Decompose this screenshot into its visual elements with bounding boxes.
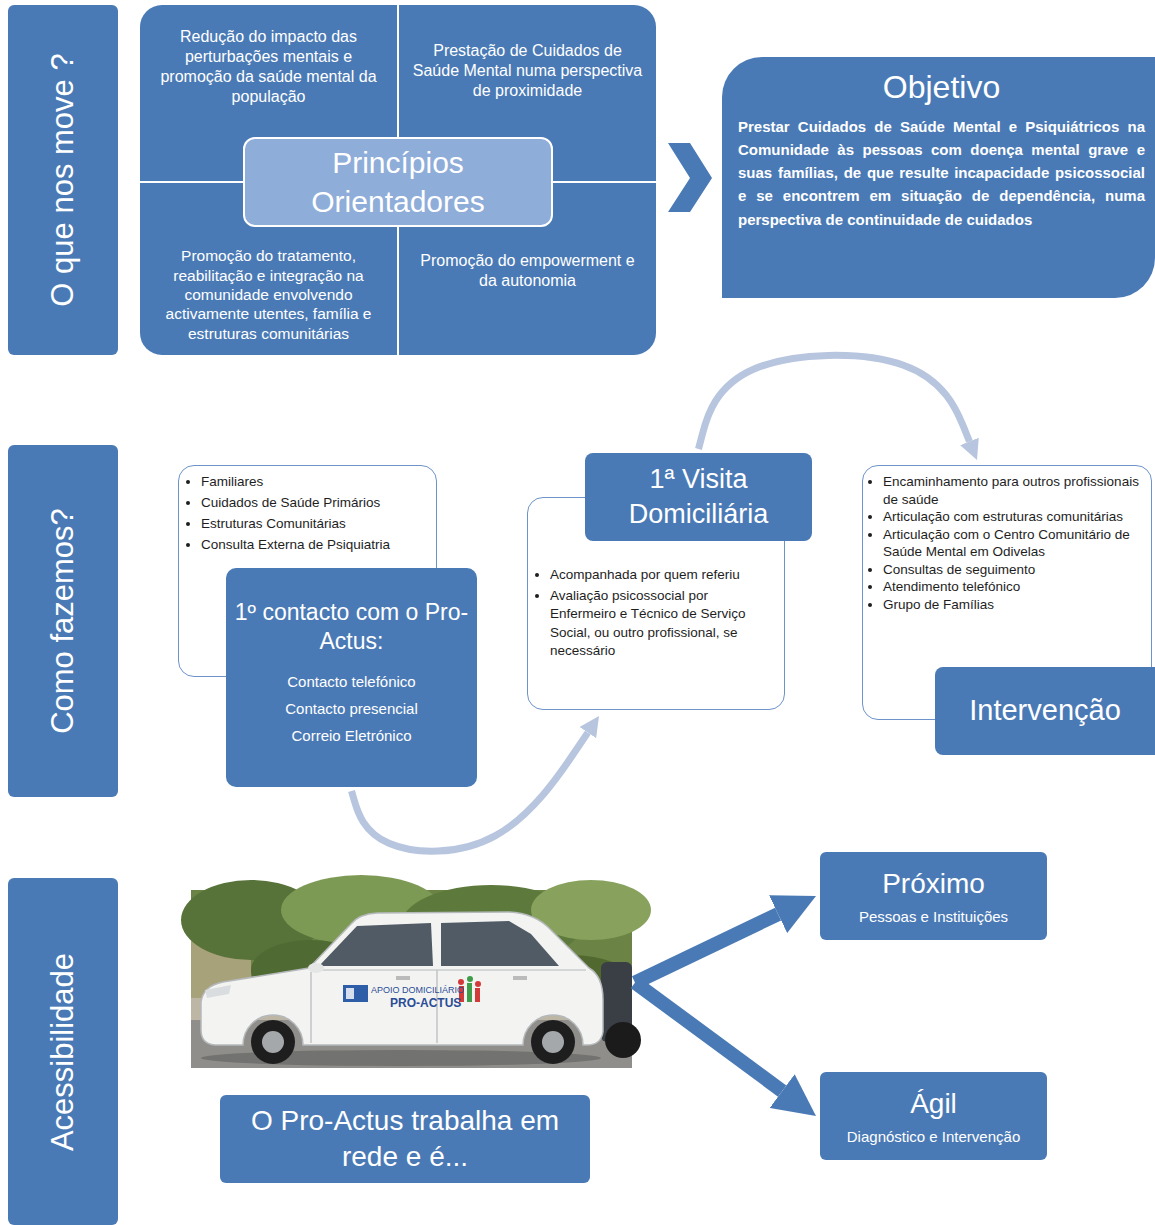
section-band: Acessibilidade bbox=[8, 878, 118, 1225]
list-item: Articulação com o Centro Comunitário de … bbox=[883, 526, 1143, 561]
vehicle-photo: APOIO DOMICILIÁRIOPRO-ACTUS bbox=[191, 890, 632, 1068]
principle-text: Promoção do tratamento, reabilitação e i… bbox=[148, 246, 389, 343]
vehicle-photo bbox=[441, 921, 559, 966]
objective-panel: ObjetivoPrestar Cuidados de Saúde Mental… bbox=[722, 57, 1155, 298]
vehicle-photo bbox=[605, 1022, 641, 1058]
logo-figures bbox=[458, 979, 464, 985]
list-item: Cuidados de Saúde Primários bbox=[201, 493, 428, 514]
principles-hub: Princípios Orientadores bbox=[243, 137, 553, 227]
principle-text: Redução do impacto das perturbações ment… bbox=[152, 27, 385, 107]
attribute-box: ÁgilDiagnóstico e Intervenção bbox=[820, 1072, 1047, 1160]
vehicle-photo bbox=[308, 963, 324, 973]
process-box: Intervenção bbox=[935, 667, 1155, 755]
list-item: Atendimento telefónico bbox=[883, 578, 1143, 596]
attribute-box: PróximoPessoas e Instituições bbox=[820, 852, 1047, 940]
list-item: Consultas de seguimento bbox=[883, 561, 1143, 579]
vehicle-photo bbox=[262, 1031, 284, 1053]
thick-arrow bbox=[635, 914, 778, 982]
vehicle-photo bbox=[311, 969, 586, 971]
contact-channel: Contacto telefónico bbox=[234, 668, 469, 695]
curved-arrow bbox=[699, 355, 970, 449]
attribute-title: Próximo bbox=[882, 866, 985, 901]
vehicle-photo bbox=[319, 923, 433, 966]
attribute-detail: Pessoas e Instituições bbox=[859, 907, 1008, 927]
list-item: Estruturas Comunitárias bbox=[201, 514, 428, 535]
section-title: Como fazemos? bbox=[45, 508, 81, 734]
principle-text: Prestação de Cuidados de Saúde Mental nu… bbox=[411, 41, 644, 101]
logo-figures bbox=[475, 981, 481, 987]
hub-title: Princípios Orientadores bbox=[255, 143, 541, 221]
statement-text: O Pro-Actus trabalha em rede e é... bbox=[230, 1103, 580, 1176]
thick-arrow bbox=[635, 983, 782, 1092]
process-title: 1º contacto com o Pro-Actus: bbox=[234, 598, 469, 656]
logo-figures bbox=[467, 983, 472, 1002]
bullet-list: FamiliaresCuidados de Saúde PrimáriosEst… bbox=[179, 466, 436, 556]
process-box: 1º contacto com o Pro-Actus: Contacto tel… bbox=[226, 568, 477, 787]
vehicle-photo bbox=[542, 1031, 564, 1053]
process-title: 1ª Visita Domiciliária bbox=[595, 462, 802, 532]
panel-title: Objetivo bbox=[738, 67, 1145, 109]
principle-text: Promoção do empowerment e da autonomia bbox=[411, 251, 644, 291]
section-band: O que nos move ? bbox=[8, 5, 118, 355]
contact-channel: Contacto presencial bbox=[234, 695, 469, 722]
contact-channel: Correio Eletrónico bbox=[234, 722, 469, 749]
objective-text: Prestar Cuidados de Saúde Mental e Psiqu… bbox=[738, 115, 1145, 231]
attribute-title: Ágil bbox=[910, 1086, 957, 1121]
process-title: Intervenção bbox=[969, 692, 1121, 730]
logo-figures bbox=[475, 988, 480, 1002]
attribute-detail: Diagnóstico e Intervenção bbox=[847, 1127, 1020, 1147]
logo-text: PRO-ACTUS bbox=[390, 996, 461, 1010]
list-item: Acompanhada por quem referiu bbox=[550, 566, 776, 584]
section-title: O que nos move ? bbox=[45, 53, 81, 306]
section-title: Acessibilidade bbox=[45, 952, 81, 1150]
list-item: Encaminhamento para outros profissionais… bbox=[883, 473, 1143, 508]
vehicle-photo bbox=[531, 1020, 575, 1064]
vehicle-photo bbox=[205, 985, 231, 998]
logo-emblem bbox=[343, 985, 368, 1002]
vehicle-photo bbox=[513, 976, 527, 980]
process-box: 1ª Visita Domiciliária bbox=[585, 453, 812, 541]
list-item: Consulta Externa de Psiquiatria bbox=[201, 535, 428, 556]
vehicle-photo bbox=[251, 1020, 295, 1064]
chevron-arrow bbox=[668, 143, 712, 212]
logo-emblem bbox=[346, 988, 354, 999]
vehicle-photo bbox=[310, 972, 312, 1043]
list-item: Articulação com estruturas comunitárias bbox=[883, 508, 1143, 526]
bullet-list: Encaminhamento para outros profissionais… bbox=[863, 466, 1151, 613]
section-band: Como fazemos? bbox=[8, 445, 118, 797]
vehicle-photo bbox=[396, 976, 410, 980]
list-item: Avaliação psicossocial por Enfermeiro e … bbox=[550, 587, 776, 660]
statement-box: O Pro-Actus trabalha em rede e é... bbox=[220, 1095, 590, 1183]
list-item: Grupo de Famílias bbox=[883, 596, 1143, 614]
list-item: Familiares bbox=[201, 472, 428, 493]
vehicle-photo bbox=[181, 875, 651, 1068]
logo-figures bbox=[467, 976, 473, 982]
logo-text: APOIO DOMICILIÁRIO bbox=[371, 985, 464, 995]
